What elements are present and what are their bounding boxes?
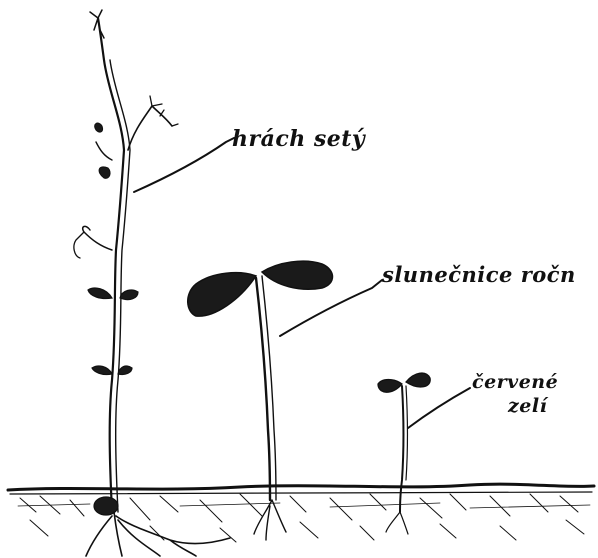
label-sunflower: slunečnice ročn (381, 262, 576, 287)
sunflower-plant (188, 261, 333, 540)
soil (8, 484, 594, 542)
label-pea: hrách setý (232, 126, 367, 152)
label-cabbage-line2: zelí (507, 395, 549, 417)
label-cabbage-line1: červené (472, 371, 558, 393)
